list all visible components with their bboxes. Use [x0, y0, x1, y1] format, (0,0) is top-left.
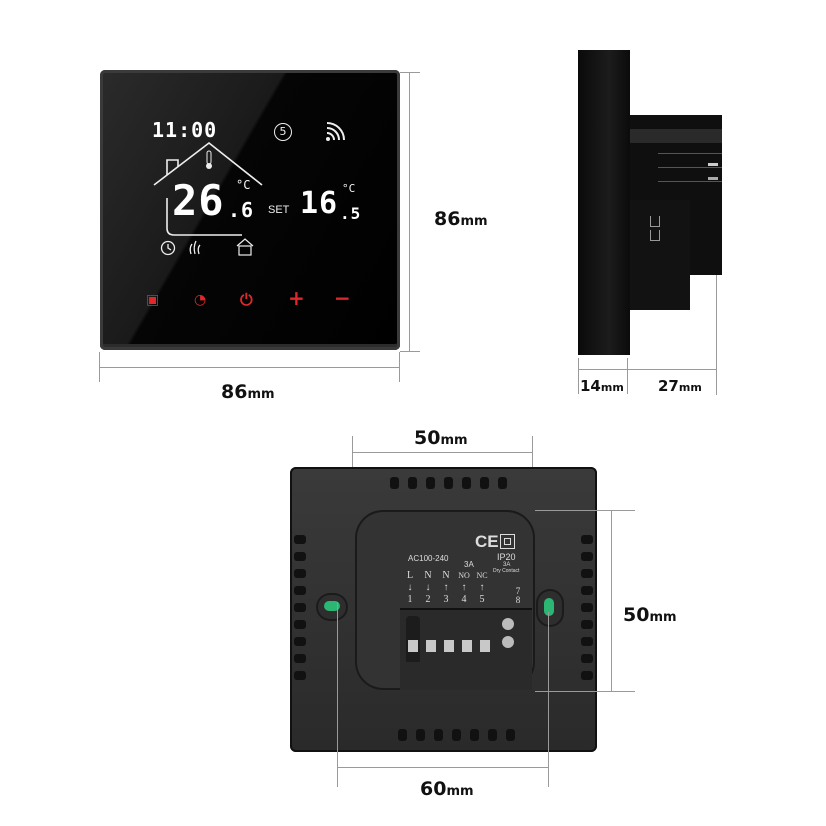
set-label: SET [268, 204, 290, 216]
heating-icon [189, 240, 201, 255]
dimension-tick [716, 275, 717, 395]
back-mount-width-dimension-line [352, 452, 533, 453]
dimension-tick [99, 352, 100, 382]
room-temperature-decimal: .6 [228, 198, 255, 222]
front-width-dimension-line [99, 367, 400, 368]
clock-icon [160, 240, 176, 256]
dimension-tick [627, 358, 628, 394]
terminal-label: N [424, 570, 432, 581]
menu-button[interactable]: ▣ [146, 292, 160, 308]
current-rating-left: 3A [464, 560, 474, 569]
terminal-arrow: ↑ [479, 582, 485, 593]
program-day-icon: 5 [274, 123, 292, 141]
terminal-block [400, 608, 532, 690]
minus-button[interactable]: − [334, 286, 351, 310]
terminal-arrow: ↑ [443, 582, 449, 593]
terminal-label: NO [458, 571, 470, 580]
dimension-tick [399, 352, 400, 382]
terminal-number: 2 [425, 594, 431, 605]
double-insulation-icon [500, 534, 515, 549]
dimension-tick [535, 510, 635, 511]
thermometer-icon [206, 150, 212, 169]
dimension-tick [535, 691, 635, 692]
program-day-value: 5 [279, 125, 287, 138]
terminal-number: 5 [479, 594, 485, 605]
thermostat-front-panel: 11:00 5 26 .6 °C SET 16 .5 °C ▣ ◔ ⏻ + − [100, 70, 400, 350]
power-button[interactable]: ⏻ [240, 290, 253, 309]
terminal-number: 1 [407, 594, 413, 605]
terminal-arrow: ↓ [425, 582, 431, 593]
dry-contact-label: Dry Contact [493, 568, 520, 574]
front-height-label: 86mm [434, 208, 488, 230]
terminal-arrow: ↑ [461, 582, 467, 593]
terminal-label: L [406, 570, 414, 581]
terminal-number: 7 [515, 586, 521, 596]
dimension-tick [578, 358, 579, 394]
clock-button[interactable]: ◔ [194, 292, 207, 308]
ip-rating: IP20 [497, 552, 516, 562]
back-mount-height-dimension-line [611, 510, 612, 692]
room-temperature: 26 [172, 176, 225, 225]
terminal-label: N [442, 570, 450, 581]
wifi-icon [326, 122, 345, 141]
back-hole-spacing-dimension-line [337, 767, 549, 768]
set-temperature-decimal: .5 [340, 204, 362, 223]
ce-mark: CE [475, 532, 499, 551]
terminal-arrow: ↓ [407, 582, 413, 593]
front-height-dimension-line [409, 72, 410, 352]
dimension-tick [400, 351, 420, 352]
clock-display: 11:00 [152, 118, 218, 142]
dimension-tick [337, 602, 338, 787]
room-temperature-unit: °C [236, 178, 251, 192]
set-temperature-unit: °C [342, 182, 356, 195]
back-hole-spacing-label: 60mm [420, 778, 474, 800]
dimension-tick [548, 612, 549, 787]
back-mount-height-label: 50mm [623, 604, 677, 626]
voltage-label: AC100-240 [408, 554, 449, 563]
plus-button[interactable]: + [288, 286, 305, 310]
screw-terminal-7 [502, 618, 514, 630]
terminal-label: NC [476, 571, 488, 580]
dimension-tick [400, 72, 420, 73]
side-view-terminal-block [630, 200, 690, 310]
front-width-label: 86mm [221, 381, 275, 403]
set-temperature: 16 [300, 186, 339, 221]
side-depth-dimension-line [578, 369, 717, 370]
side-body-depth-label: 27mm [658, 377, 702, 395]
terminal-number: 4 [461, 594, 467, 605]
back-mount-width-label: 50mm [414, 427, 468, 449]
screw-terminal-8 [502, 636, 514, 648]
side-plate-depth-label: 14mm [580, 377, 624, 395]
terminal-number: 8 [515, 595, 521, 605]
mounting-hole-right [544, 598, 554, 616]
mounting-hole-left [324, 601, 340, 611]
side-view-front-plate [578, 50, 630, 355]
terminal-number: 3 [443, 594, 449, 605]
house-outline-icon [153, 141, 263, 236]
away-mode-icon [236, 238, 254, 256]
current-rating-right: 3A [503, 562, 511, 568]
